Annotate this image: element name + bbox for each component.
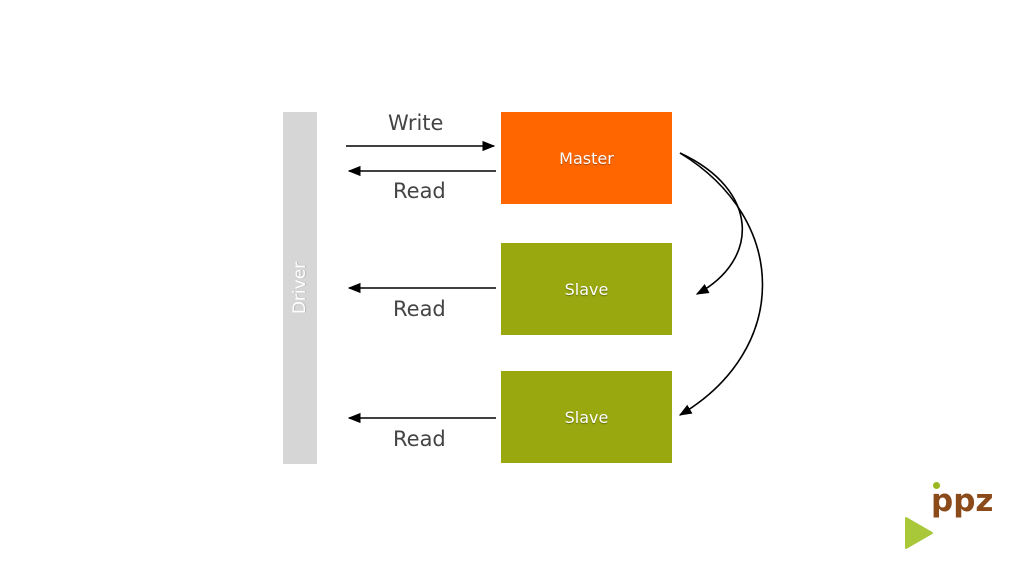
replication-arrow-slave-2 bbox=[678, 152, 764, 416]
read-slave-1-label: Read bbox=[393, 297, 446, 321]
logo-dot bbox=[933, 482, 940, 489]
slave-node-2: Slave bbox=[501, 371, 672, 463]
driver-bar: Driver bbox=[283, 112, 317, 464]
master-node: Master bbox=[501, 112, 672, 204]
logo-text: ppz bbox=[931, 483, 994, 519]
replication-arrow-slave-1 bbox=[679, 152, 743, 295]
slave-2-label: Slave bbox=[564, 407, 609, 427]
slave-node-1: Slave bbox=[501, 243, 672, 335]
slave-1-label: Slave bbox=[564, 279, 609, 299]
play-icon bbox=[905, 517, 933, 549]
ippz-logo: ppz bbox=[900, 482, 1010, 556]
write-label: Write bbox=[388, 111, 444, 135]
read-master-label: Read bbox=[393, 179, 446, 203]
read-slave-2-label: Read bbox=[393, 427, 446, 451]
master-label: Master bbox=[559, 148, 614, 168]
